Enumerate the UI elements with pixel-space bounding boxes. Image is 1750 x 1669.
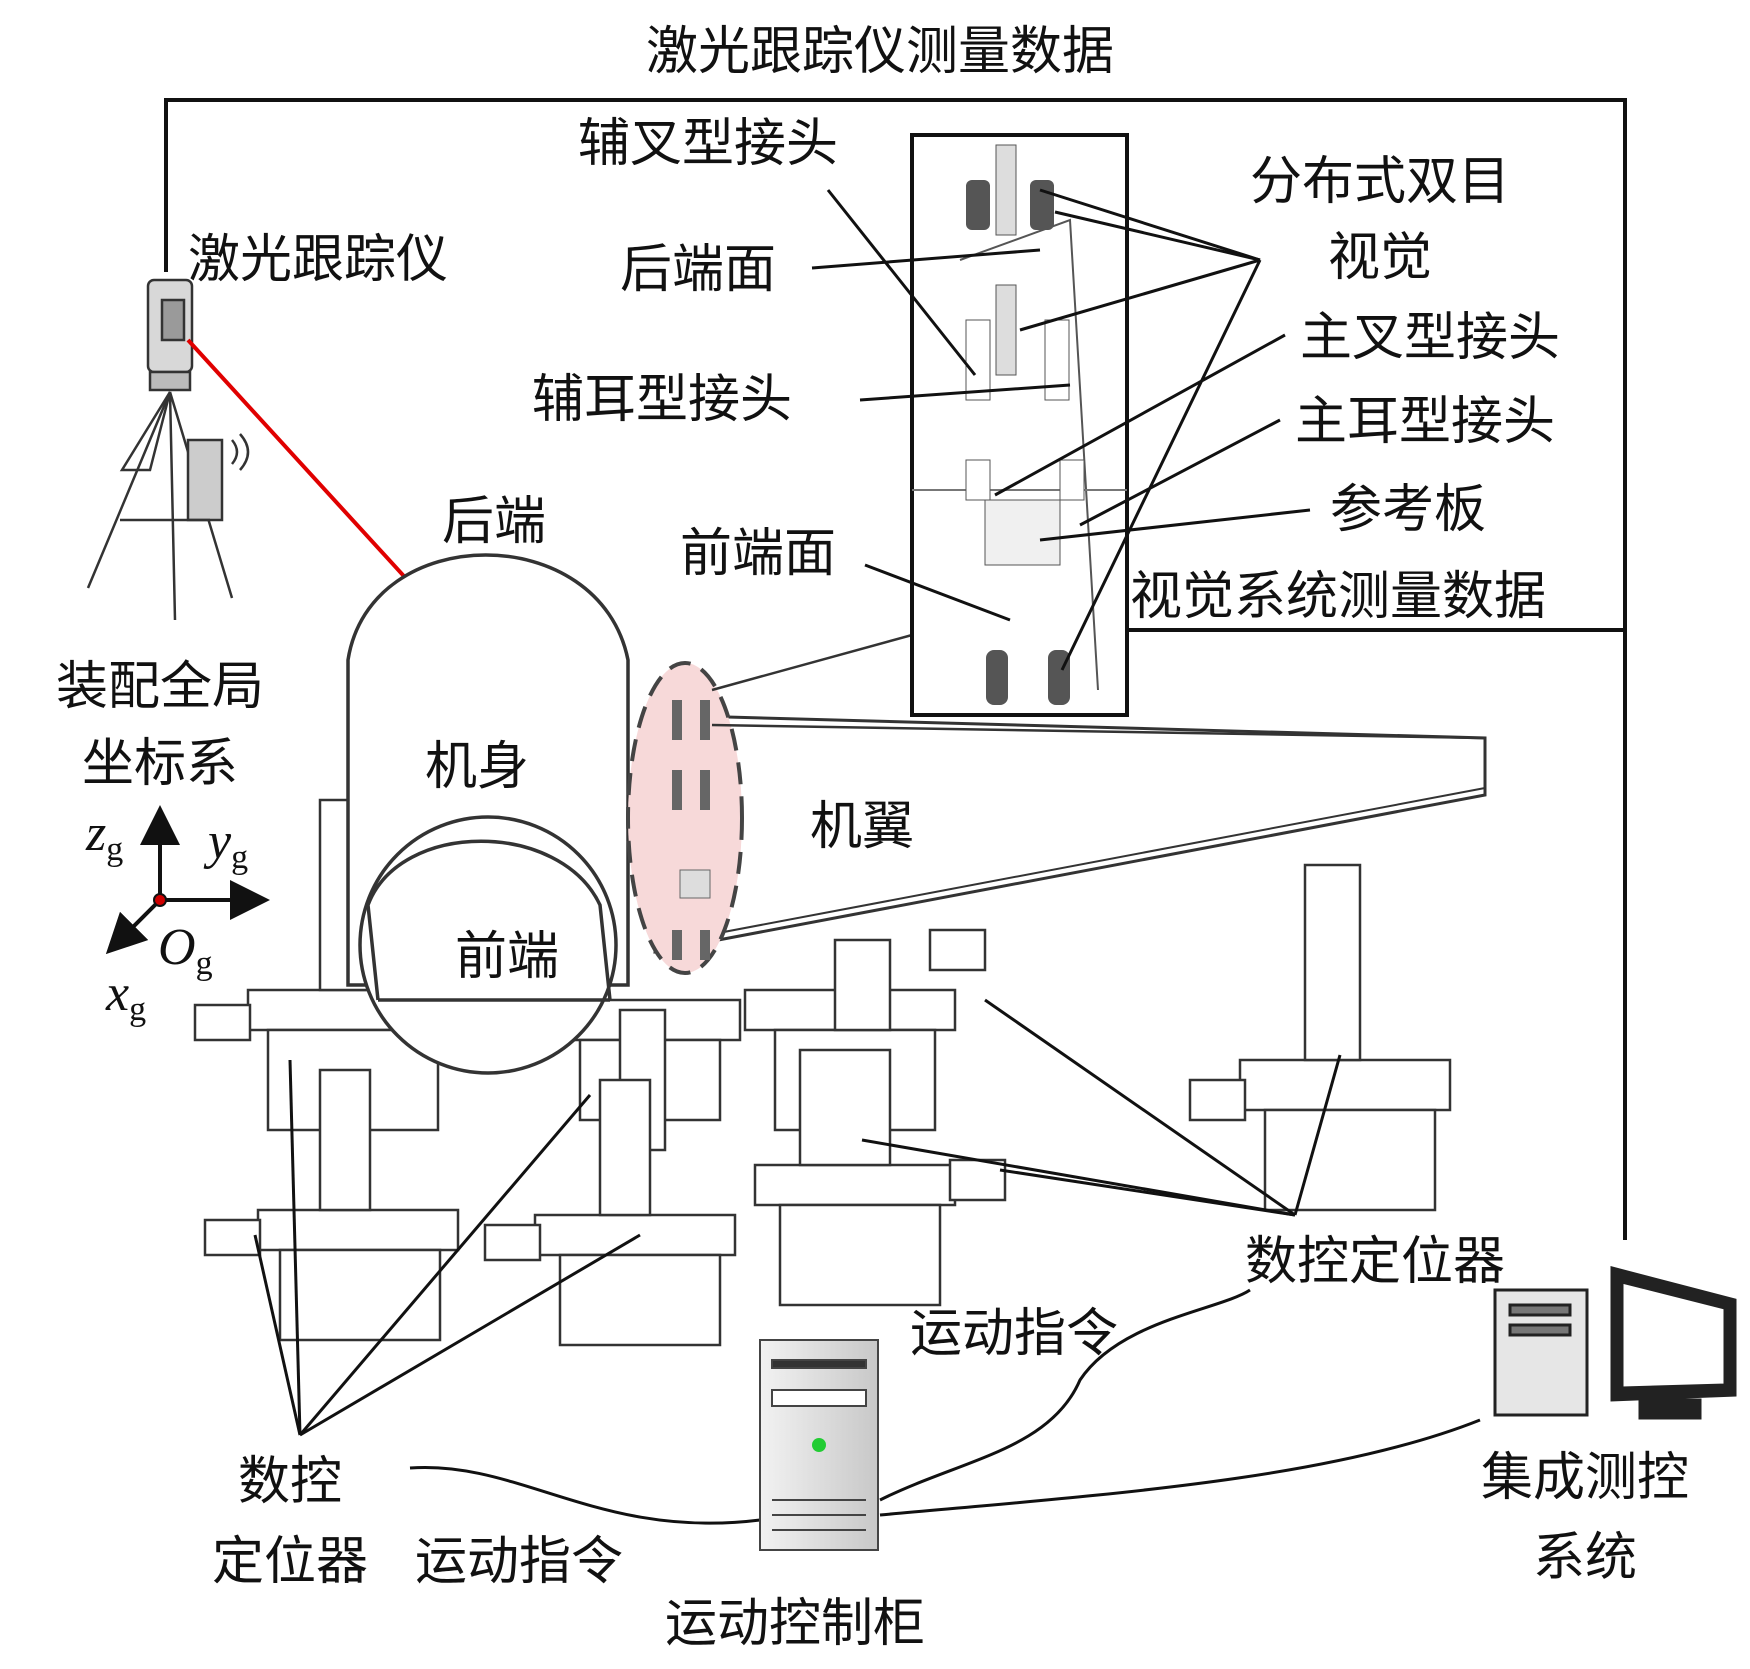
nc-positioner-left-label-2: 定位器 <box>211 1532 368 1592</box>
data-flow-lines <box>164 98 1627 1240</box>
joint-highlight-region <box>626 661 744 975</box>
aux-fork-joint-label: 辅叉型接头 <box>578 114 839 174</box>
front-face-label: 前端面 <box>680 524 837 584</box>
positioner-center-front <box>483 1078 737 1347</box>
motion-command-label-2: 运动指令 <box>415 1532 624 1592</box>
motion-control-cabinet-label: 运动控制柜 <box>665 1594 926 1654</box>
positioner-left-front <box>203 1068 460 1342</box>
motion-cabinet-icon <box>759 1339 879 1551</box>
axis-origin-label: Og <box>158 919 213 983</box>
motion-command-cables <box>409 1288 1481 1525</box>
positioner-right-front <box>753 1048 1007 1307</box>
integrated-system-label-2: 系统 <box>1532 1528 1637 1588</box>
zoom-lines <box>711 633 1486 740</box>
global-coordinate-axes <box>105 805 270 955</box>
laser-tracker-label: 激光跟踪仪 <box>188 230 449 290</box>
wing-label: 机翼 <box>810 797 915 857</box>
axis-x-label: xg <box>106 965 147 1029</box>
axis-z-label: zg <box>86 805 124 869</box>
positioner-leader-lines <box>253 998 1342 1437</box>
inset-leader-lines <box>811 188 1311 671</box>
vision-measurement-data-label: 视觉系统测量数据 <box>1130 567 1547 627</box>
main-ear-joint-label: 主耳型接头 <box>1295 392 1556 452</box>
front-end-label: 前端 <box>455 927 560 987</box>
inset-detail-view <box>910 133 1129 717</box>
aux-ear-joint-label: 辅耳型接头 <box>532 370 793 430</box>
fuselage-label: 机身 <box>425 737 530 797</box>
positioner-far-right <box>1188 863 1452 1212</box>
reference-plate-label: 参考板 <box>1330 480 1487 540</box>
laser-tracker-icon <box>86 278 250 621</box>
integrated-system-label-1: 集成测控 <box>1480 1448 1689 1508</box>
rear-end-label: 后端 <box>442 492 547 552</box>
nc-positioner-left-label-1: 数控 <box>237 1452 342 1512</box>
global-coordinate-system-label-1: 装配全局 <box>55 657 264 717</box>
distributed-stereo-vision-label-1: 分布式双目 <box>1249 152 1510 212</box>
nc-positioner-right-label: 数控定位器 <box>1245 1232 1506 1292</box>
global-coordinate-system-label-2: 坐标系 <box>81 734 238 794</box>
nc-positioners <box>193 798 1452 1347</box>
distributed-stereo-vision-label-2: 视觉 <box>1327 228 1432 288</box>
joint-markers-small <box>672 700 711 960</box>
axis-y-label: yg <box>208 813 249 877</box>
fuselage-outline <box>346 553 630 1075</box>
integrated-system-computer-icon <box>1493 1266 1737 1420</box>
main-fork-joint-label: 主叉型接头 <box>1300 308 1561 368</box>
laser-measurement-data-label: 激光跟踪仪测量数据 <box>645 22 1114 82</box>
origin-point <box>153 893 167 907</box>
rear-face-label: 后端面 <box>620 240 777 300</box>
motion-command-label-1: 运动指令 <box>910 1304 1119 1364</box>
